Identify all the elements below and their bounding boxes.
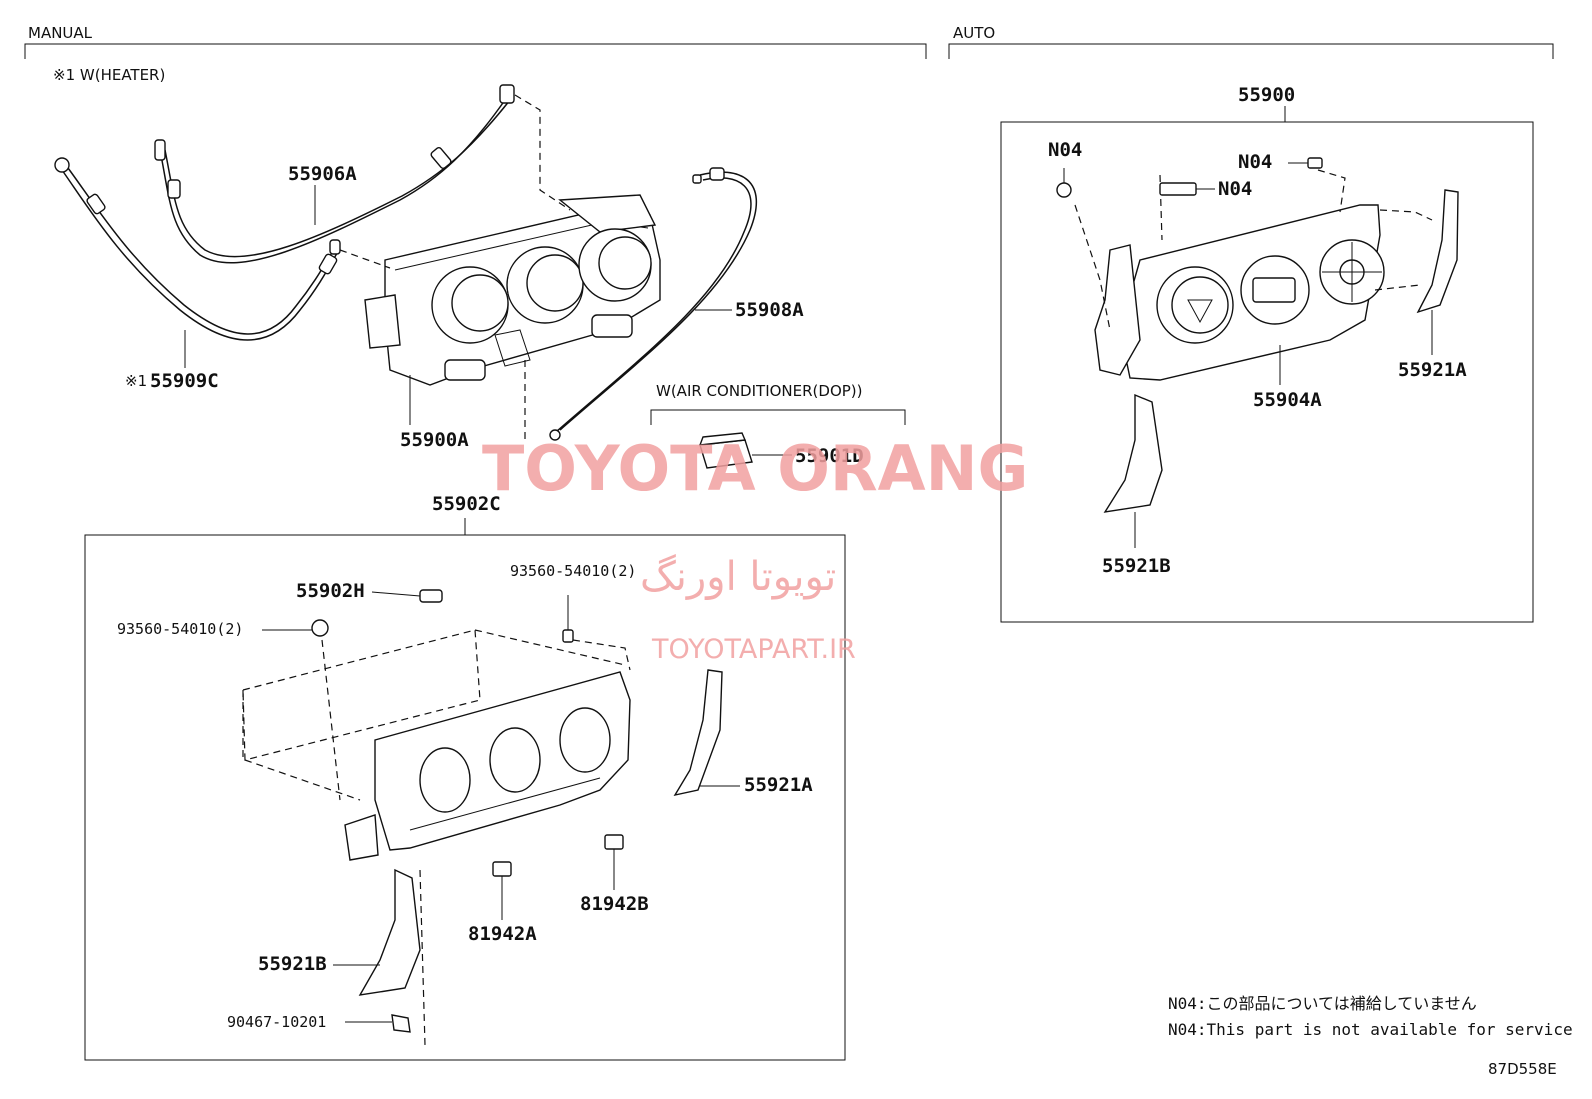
label-55921A-auto: 55921A [1398,359,1467,381]
label-55900: 55900 [1238,84,1295,106]
note-en: N04:This part is not available for servi… [1168,1020,1573,1039]
auto-section-header: AUTO [948,24,1554,59]
label-55921A-manual: 55921A [744,774,813,796]
label-55909C-mark: ※1 [125,372,147,390]
label-55908A: 55908A [735,299,804,321]
label-ac-note: W(AIR CONDITIONER(DOP)) [656,382,863,400]
screw-93560-right [562,595,631,671]
watermark-line1: TOYOTA ORANG [482,432,1028,505]
clip-55902H [371,589,443,603]
side-trim-55921B-auto [1103,393,1163,548]
cable-55909C [54,157,341,341]
label-55901D: 55901D [795,445,864,467]
bracket-left-auto [1094,244,1141,376]
label-55902C: 55902C [432,493,501,515]
label-81942A: 81942A [468,923,537,945]
ac-switch-55901D [698,432,792,469]
note-jp: N04:この部品については補給していません [1168,994,1477,1013]
label-55904A: 55904A [1253,389,1322,411]
label-93560-right: 93560-54010(2) [510,562,636,580]
label-55900A: 55900A [400,429,469,451]
label-n04-b: N04 [1238,151,1272,173]
bezel-55902C [242,629,631,861]
drawing-code: 87D558E [1488,1060,1557,1078]
watermark: TOYOTA ORANG تویوتا اورنگ TOYOTAPART.IR [482,432,1028,665]
cable-55906A [154,84,515,264]
manual-section-header: MANUAL [24,24,927,59]
label-81942B: 81942B [580,893,649,915]
label-n04-a: N04 [1048,139,1082,161]
label-90467: 90467-10201 [227,1013,326,1031]
label-55921B-auto: 55921B [1102,555,1171,577]
pad-81942A [492,861,512,920]
side-trim-55921A-manual [673,669,740,797]
screw-93560-left [262,619,341,801]
watermark-line2: تویوتا اورنگ [640,554,836,600]
control-panel-55904A [1119,204,1385,381]
clip-90467 [345,869,426,1046]
label-93560-left: 93560-54010(2) [117,620,243,638]
label-55921B-manual: 55921B [258,953,327,975]
manual-section-title: MANUAL [28,24,93,42]
label-55902H: 55902H [296,580,365,602]
label-55909C: 55909C [150,370,219,392]
cable-55908A [549,167,757,441]
side-trim-55921A-auto [1416,189,1459,355]
n04-nut [1056,168,1072,198]
watermark-line3: TOYOTAPART.IR [651,634,856,665]
control-unit-55900A [364,194,661,386]
side-trim-55921B-manual [333,868,421,996]
label-55906A: 55906A [288,163,357,185]
label-n04-c: N04 [1218,178,1252,200]
n04-pad [1159,182,1215,196]
n04-screw [1288,157,1323,169]
pad-81942B [604,834,624,890]
auto-section-title: AUTO [953,24,995,42]
heater-note: ※1 W(HEATER) [53,66,165,84]
